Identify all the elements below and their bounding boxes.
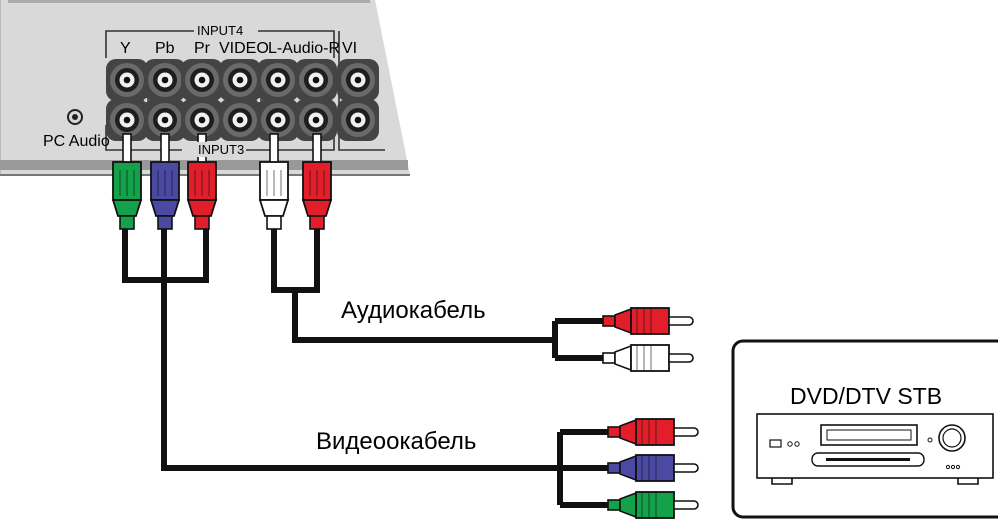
dvd-stb-device — [731, 339, 998, 519]
jack-audio-r-input4 — [295, 59, 337, 101]
input4-label: INPUT4 — [195, 23, 246, 38]
jack-label-pb: Pb — [155, 40, 175, 57]
jack-y-input4 — [106, 59, 148, 101]
plug-end-video-red — [607, 418, 699, 446]
plug-pb-blue — [149, 133, 181, 230]
audio-cable-label: Аудиокабель — [341, 297, 486, 324]
pc-audio-jack — [67, 109, 83, 125]
jack-partial-bottom — [337, 99, 379, 141]
jack-video-input3 — [219, 99, 261, 141]
jack-audio-l-input4 — [257, 59, 299, 101]
input3-label: INPUT3 — [196, 142, 247, 157]
jack-pr-input4 — [181, 59, 223, 101]
plug-audio-l-white — [258, 133, 290, 230]
device-label: DVD/DTV STB — [790, 383, 943, 409]
pc-audio-label: PC Audio — [43, 133, 110, 150]
plug-end-video-green — [607, 491, 699, 519]
cable-wires — [122, 225, 610, 508]
jack-label-video: VIDEO — [219, 40, 269, 57]
jack-label-partial: VI — [342, 40, 358, 57]
plug-end-audio-white — [602, 344, 694, 372]
plug-audio-r-red — [301, 133, 333, 230]
plug-end-audio-red — [602, 307, 694, 335]
jack-video-input4 — [219, 59, 261, 101]
jack-partial-top — [337, 59, 379, 101]
jack-label-y: Y — [120, 40, 131, 57]
plug-y-green — [111, 133, 143, 230]
dvd-player-icon — [756, 413, 994, 485]
video-cable-label: Видеоокабель — [316, 428, 477, 455]
jack-label-audio: L-Audio-R — [268, 40, 341, 57]
plug-end-video-blue — [607, 454, 699, 482]
jack-label-pr: Pr — [194, 40, 210, 57]
jack-pb-input4 — [144, 59, 186, 101]
